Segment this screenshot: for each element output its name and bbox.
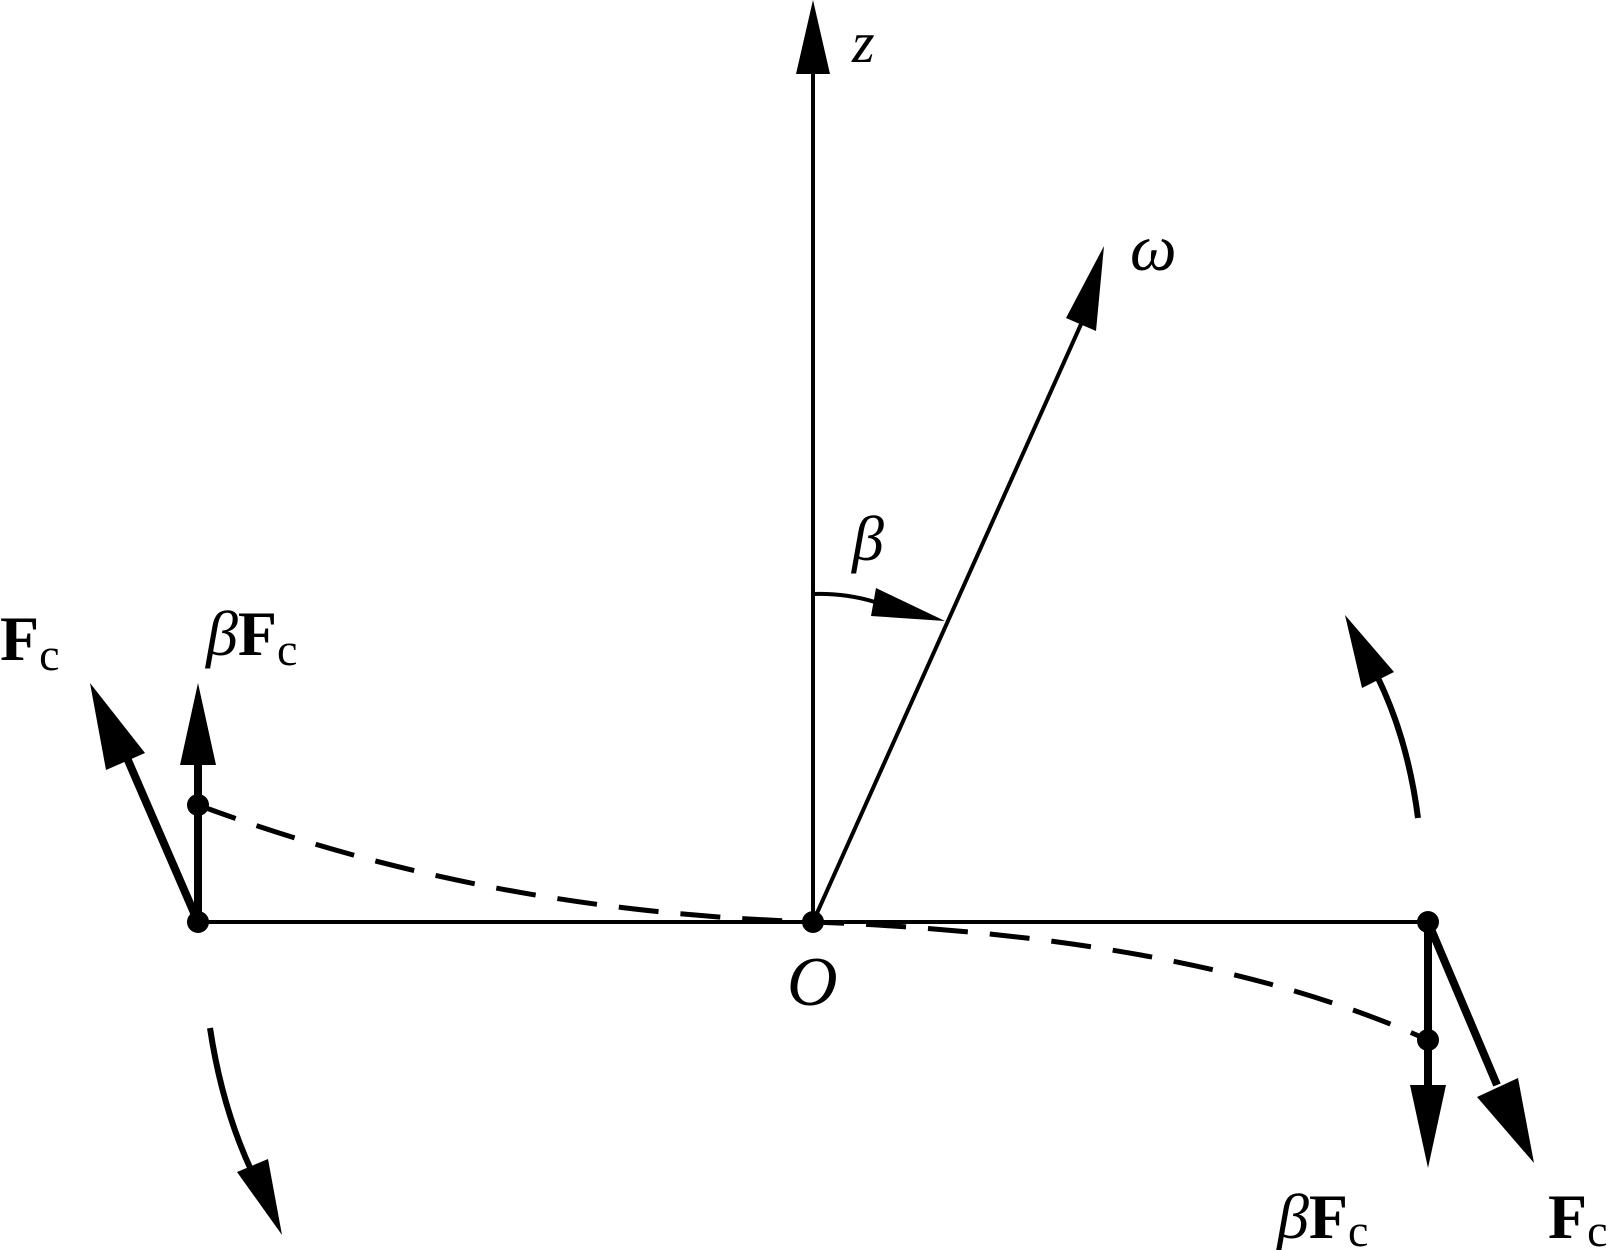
left-force-fc-vector bbox=[90, 683, 202, 924]
left-deflected-point bbox=[187, 794, 209, 816]
omega-label: ω bbox=[1130, 212, 1177, 285]
left-beta-fc-label-beta: β bbox=[204, 598, 238, 669]
right-beta-fc-label-beta: β bbox=[1275, 1181, 1309, 1250]
left-fc-arrowhead bbox=[90, 683, 145, 770]
left-beta-fc-label-symbol: F bbox=[238, 598, 277, 669]
right-beta-fc-label: βFc bbox=[1275, 1181, 1368, 1250]
left-force-beta-fc-vector bbox=[180, 683, 216, 922]
right-beta-fc-label-subscript: c bbox=[1348, 1205, 1368, 1250]
rotation-arc-right-arrowhead bbox=[1345, 615, 1394, 688]
left-fc-label: Fc bbox=[0, 603, 60, 680]
right-fc-label-subscript: c bbox=[1587, 1205, 1607, 1250]
rotation-arc-left-arrowhead bbox=[237, 1159, 282, 1235]
right-fc-label-symbol: F bbox=[1548, 1181, 1587, 1250]
left-fc-label-symbol: F bbox=[0, 603, 39, 674]
beta-angle-label: β bbox=[850, 503, 884, 574]
right-force-fc-vector bbox=[1424, 920, 1534, 1163]
left-fc-label-subscript: c bbox=[39, 629, 59, 680]
rotation-arc-right bbox=[1345, 615, 1421, 819]
omega-axis bbox=[811, 246, 1104, 923]
right-beta-fc-label-symbol: F bbox=[1309, 1181, 1348, 1250]
z-axis-arrowhead bbox=[796, 0, 830, 74]
omega-arrowhead bbox=[1066, 246, 1104, 331]
z-axis-label: z bbox=[851, 10, 875, 75]
right-deflected-point bbox=[1417, 1029, 1439, 1051]
right-end-point bbox=[1417, 911, 1439, 933]
origin-label: O bbox=[787, 944, 838, 1021]
left-beta-fc-label: βFc bbox=[204, 598, 297, 675]
right-beta-fc-arrowhead bbox=[1410, 1085, 1446, 1168]
right-fc-label: Fc bbox=[1548, 1181, 1608, 1250]
beta-angle-arc bbox=[812, 588, 945, 621]
left-end-point bbox=[187, 911, 209, 933]
z-axis bbox=[796, 0, 830, 922]
rotation-arc-left bbox=[207, 1027, 282, 1235]
left-beta-fc-label-subscript: c bbox=[277, 624, 297, 675]
left-beta-fc-arrowhead bbox=[180, 683, 216, 765]
right-fc-arrowhead bbox=[1477, 1078, 1534, 1163]
origin-point bbox=[802, 911, 824, 933]
right-force-beta-fc-vector bbox=[1410, 922, 1446, 1168]
beta-arc-arrowhead bbox=[871, 588, 945, 621]
